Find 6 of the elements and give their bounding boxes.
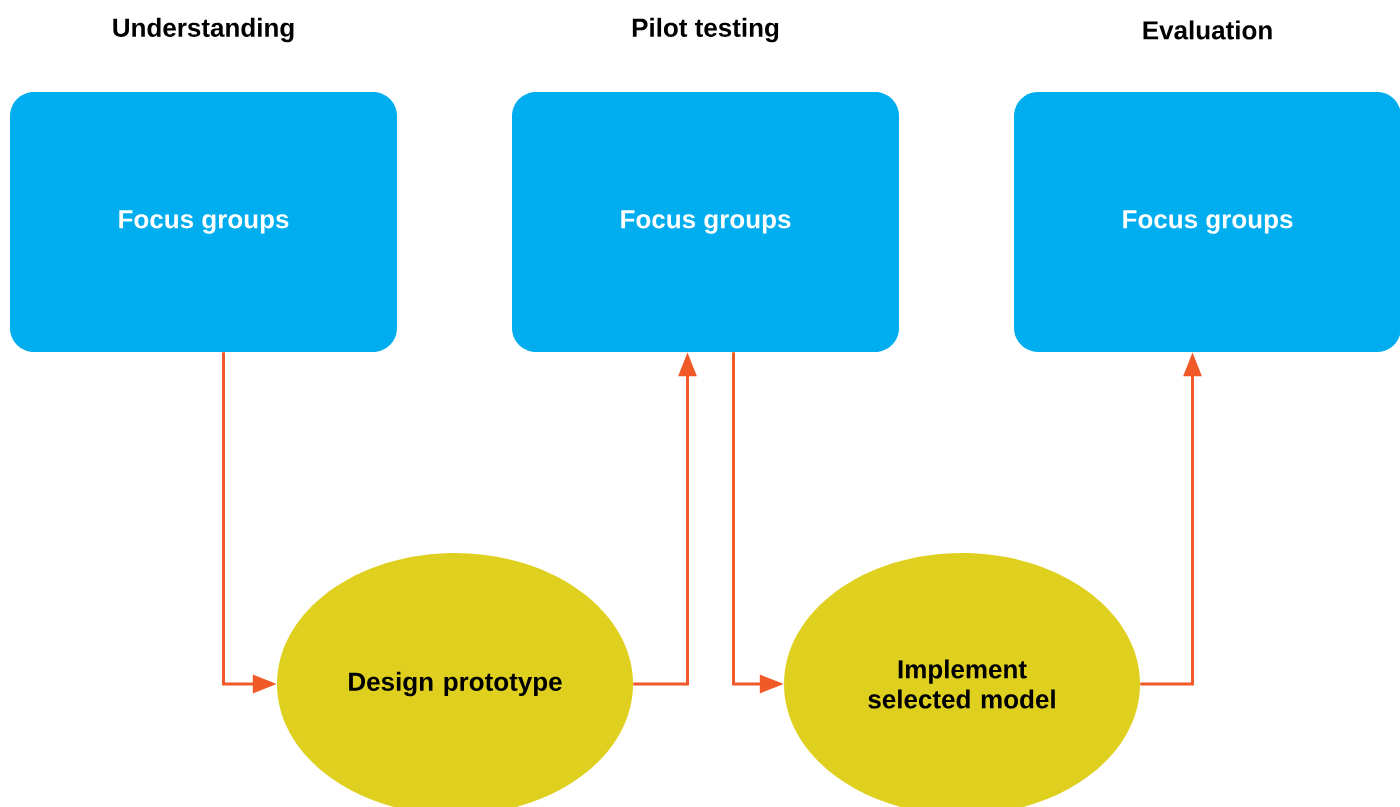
process-box: Focus groups: [1014, 92, 1400, 352]
heading: Evaluation: [1143, 20, 1272, 40]
process-box: Focus groups: [512, 92, 899, 352]
process-box: Focus groups: [10, 92, 397, 352]
heading: Pilot testing: [632, 17, 779, 43]
heading: Understanding: [113, 17, 294, 43]
